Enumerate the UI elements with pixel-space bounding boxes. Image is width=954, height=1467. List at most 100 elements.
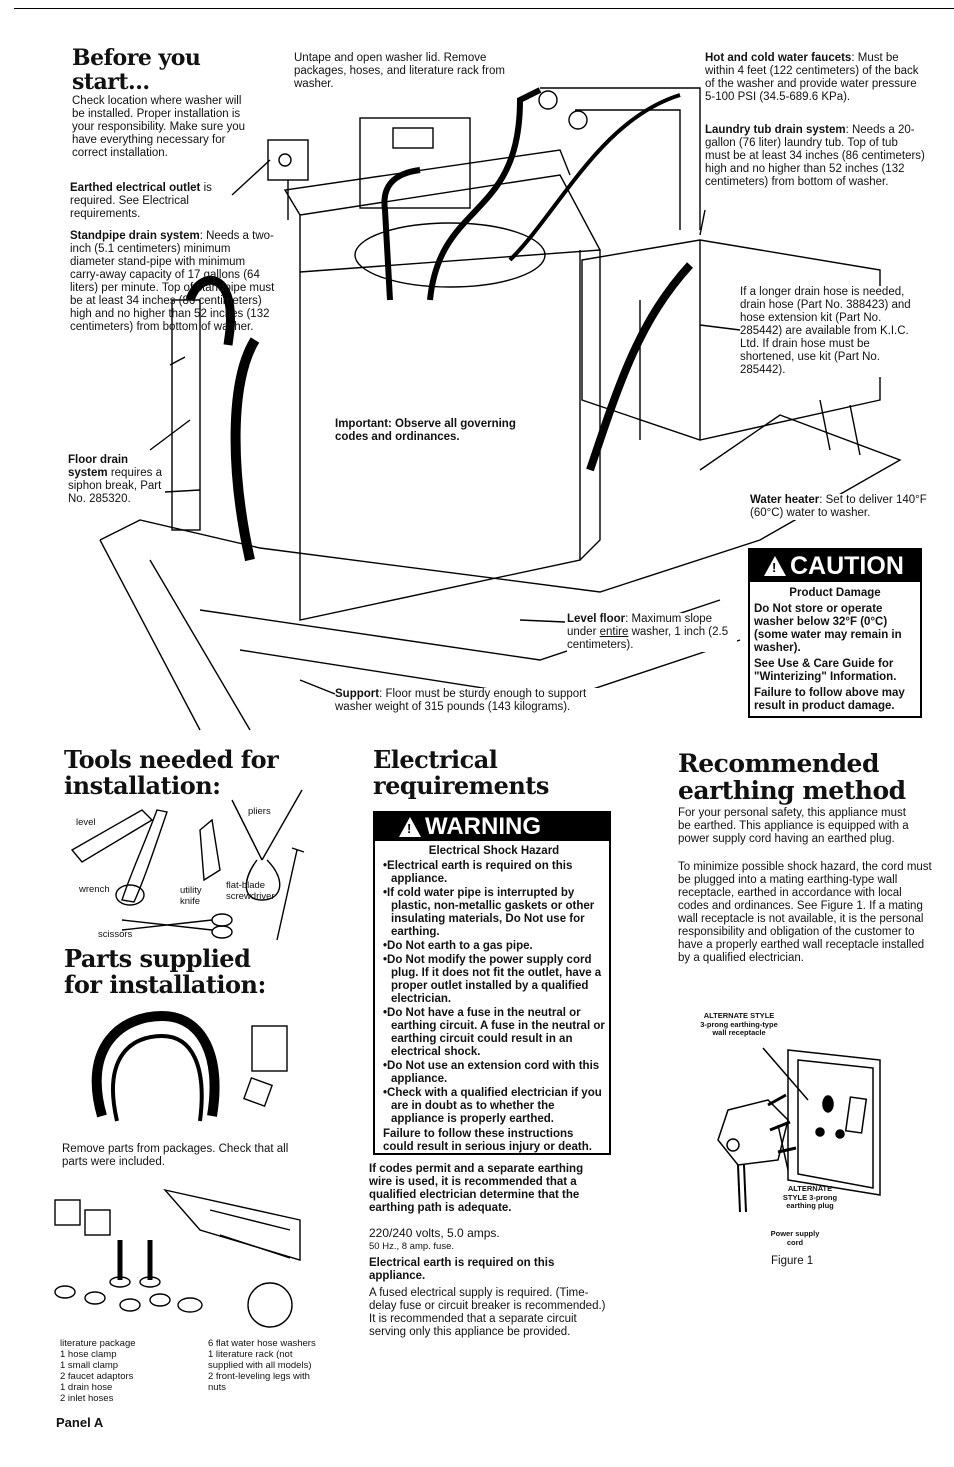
hz-text: 50 Hz., 8 amp. fuse. [369, 1241, 455, 1252]
warning-list: Electrical earth is required on this app… [383, 860, 605, 1126]
parts-detail-illustration [54, 1188, 301, 1328]
caution-subtitle: Product Damage [789, 587, 881, 599]
floor-drain-label: Floor drain system [68, 454, 129, 479]
caution-box: CAUTION Product Damage Do Not store or o… [748, 548, 922, 718]
pliers-label: pliers [248, 806, 271, 817]
wrench-icon [121, 809, 168, 903]
untape-callout: Untape and open washer lid. Remove packa… [294, 52, 505, 90]
parts-list-left: literature package 1 hose clamp 1 small … [60, 1338, 200, 1404]
caution-text-2: See Use & Care Guide for "Winterizing" I… [754, 658, 897, 683]
earthing-paragraph-1: For your personal safety, this appliance… [678, 807, 909, 845]
parts-item: 2 front-leveling legs with nuts [208, 1371, 310, 1393]
parts-item: 1 literature rack (not supplied with all… [208, 1349, 312, 1371]
fused-supply-text: A fused electrical supply is required. (… [369, 1287, 606, 1338]
remove-parts-text: Remove parts from packages. Check that a… [62, 1143, 289, 1168]
warning-item: Do Not modify the power supply cord plug… [383, 954, 605, 1006]
faucet-adaptor-icon [54, 1199, 81, 1226]
warning-box: WARNING Electrical Shock Hazard Electric… [373, 811, 611, 1155]
faucets-callout: Hot and cold water faucets: Must be with… [705, 52, 925, 104]
earthing-title: Recommended earthing method [678, 749, 906, 805]
water-heater-text: : Set to deliver 140°F (60°C) water to w… [750, 494, 927, 519]
outlet-text: is required. See Electrical requirements… [70, 182, 212, 220]
earth-required-text: Electrical earth is required on this app… [369, 1257, 555, 1282]
receptacle-switch-icon [844, 1096, 868, 1134]
parts-illustration [91, 1010, 288, 1122]
caution-header: CAUTION [750, 550, 920, 582]
warning-item: Do Not have a fuse in the neutral or ear… [383, 1007, 605, 1059]
parts-list-right: 6 flat water hose washers 1 literature r… [208, 1338, 318, 1393]
level-icon [70, 809, 154, 863]
figure-caption: Figure 1 [771, 1255, 814, 1267]
washer-icon [54, 1285, 76, 1299]
inlet-hose-icon [91, 1010, 220, 1118]
intro-text: Check location where washer will be inst… [72, 95, 245, 159]
warning-item: Electrical earth is required on this app… [383, 860, 605, 886]
literature-package-icon [251, 1025, 288, 1072]
volts-text: 220/240 volts, 5.0 amps. [369, 1226, 500, 1240]
warning-title: WARNING [425, 813, 541, 840]
warning-item: Check with a qualified electrician if yo… [383, 1087, 605, 1126]
important-callout: Important: Observe all governing codes a… [335, 418, 535, 444]
plug-receptacle-figure [717, 1047, 881, 1213]
faucets-text: : Must be within 4 feet (122 centimeters… [705, 52, 919, 103]
parts-item: 1 drain hose [60, 1382, 113, 1393]
utility-knife-icon [199, 818, 221, 882]
knife-label: utility knife [180, 885, 202, 907]
longer-hose-callout: If a longer drain hose is needed, drain … [740, 286, 922, 377]
pliers-icon [231, 789, 303, 901]
screwdriver-label: flat-blade screwdriver [226, 880, 275, 902]
top-rule [14, 8, 954, 9]
floor-drain-text: requires a siphon break, Part No. 285320… [68, 467, 162, 505]
hose-clamp-icon [177, 1297, 203, 1313]
standpipe-text: : Needs a two-inch (5.1 centimeters) min… [70, 230, 275, 333]
warning-item: If cold water pipe is interrupted by pla… [383, 887, 605, 939]
parts-item: 1 small clamp [60, 1360, 119, 1371]
support-callout: Support: Floor must be sturdy enough to … [335, 688, 625, 714]
wall-receptacle-icon [787, 1049, 881, 1196]
scissors-icon [121, 919, 213, 931]
parts-title: Parts supplied for installation: [64, 944, 266, 999]
warning-subtitle: Electrical Shock Hazard [428, 845, 560, 857]
outlet-callout: Earthed electrical outlet is required. S… [70, 182, 235, 221]
literature-rack-icon [163, 1188, 301, 1261]
parts-item: 6 flat water hose washers [208, 1338, 316, 1349]
tools-illustration [70, 789, 305, 941]
water-heater-callout: Water heater: Set to deliver 140°F (60°C… [750, 494, 930, 520]
faucets-label: Hot and cold water faucets [705, 52, 852, 64]
parts-item: 2 inlet hoses [60, 1393, 114, 1404]
laundry-tub-label: Laundry tub drain system [705, 124, 846, 136]
laundry-tub-callout: Laundry tub drain system: Needs a 20-gal… [705, 124, 925, 189]
parts-item: 1 hose clamp [60, 1349, 117, 1360]
warning-footer: Failure to follow these instructions cou… [383, 1128, 592, 1153]
hose-washers-icon [243, 1077, 273, 1107]
support-text: : Floor must be sturdy enough to support… [335, 688, 587, 713]
cord-label: Power supply cord [770, 1229, 820, 1247]
tools-title: Tools needed for installation: [64, 745, 279, 800]
warning-triangle-icon [399, 817, 421, 837]
leveling-leg-icon [117, 1240, 153, 1280]
installation-illustration [99, 87, 902, 731]
panel-label: Panel A [56, 1415, 104, 1430]
warning-header: WARNING [375, 813, 609, 841]
parts-item: literature package [60, 1338, 136, 1349]
level-label: level [76, 817, 96, 828]
level-floor-entire: entire [599, 626, 629, 638]
screwdriver-icon [276, 847, 305, 941]
caution-title: CAUTION [790, 551, 904, 580]
electrical-title: Electrical requirements [373, 745, 549, 800]
plug-label: ALTERNATE STYLE 3-prong earthing plug [782, 1184, 838, 1210]
level-floor-callout: Level floor: Maximum slope under entire … [567, 613, 737, 652]
wrench-label: wrench [79, 884, 110, 895]
parts-item: 2 faucet adaptors [60, 1371, 134, 1382]
laundry-tub-text: : Needs a 20-gallon (76 liter) laundry t… [705, 124, 925, 188]
page-title: Before you start... [72, 45, 201, 95]
earthing-paragraph-2: To minimize possible shock hazard, the c… [678, 861, 932, 964]
standpipe-label: Standpipe drain system [70, 230, 200, 242]
warning-triangle-icon [764, 556, 786, 576]
caution-text-3: Failure to follow above may result in pr… [754, 687, 905, 712]
scissors-label: scissors [98, 929, 133, 940]
level-floor-label: Level floor [567, 613, 626, 625]
receptacle-label: ALTERNATE STYLE 3-prong earthing-type wa… [700, 1011, 778, 1037]
level-floor-text-a: : Maximum slope under [567, 613, 713, 638]
water-heater-label: Water heater [750, 494, 820, 506]
